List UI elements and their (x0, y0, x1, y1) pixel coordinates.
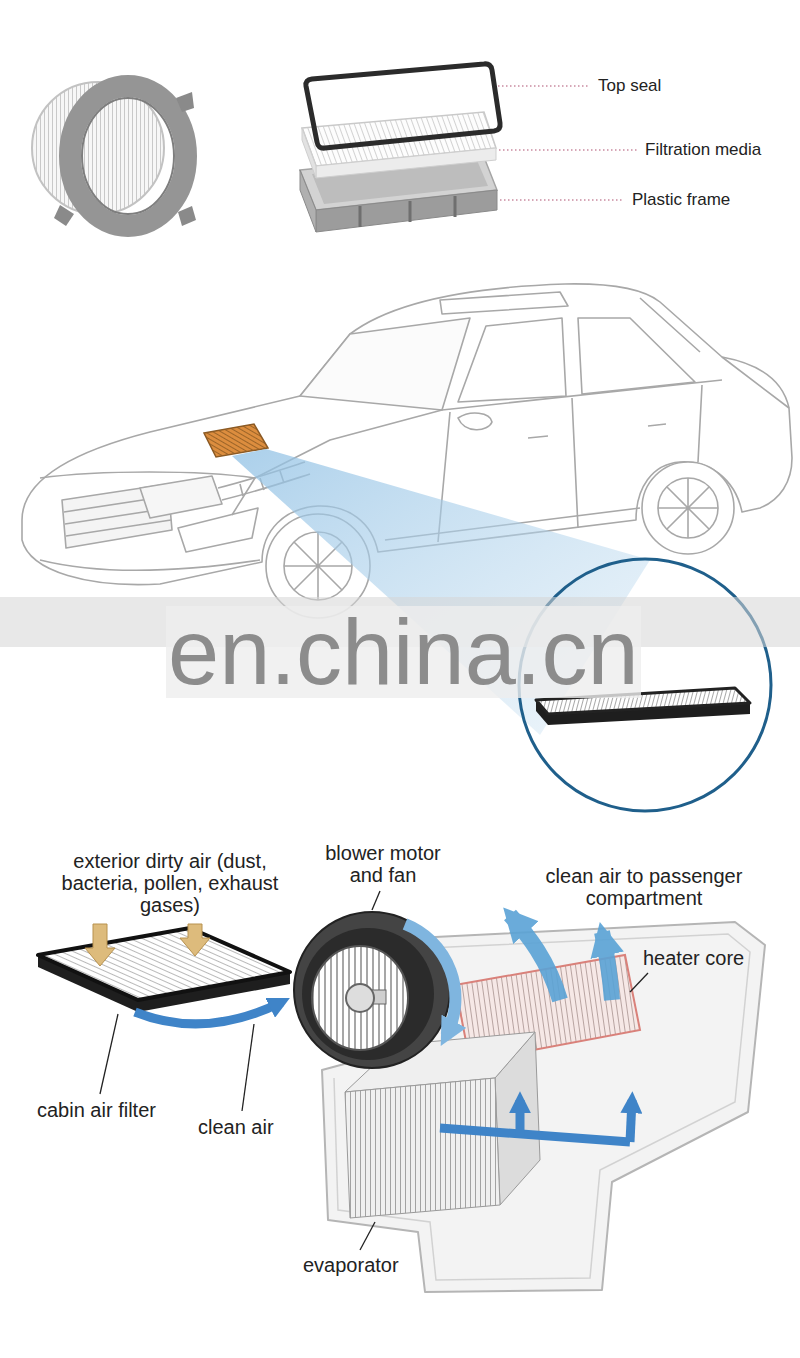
round-filter (32, 82, 196, 226)
car-outline (458, 413, 492, 430)
air-flow (510, 915, 560, 1000)
clean-air-arrow (135, 1002, 282, 1024)
round-filter (54, 205, 74, 226)
plastic-frame (360, 196, 455, 227)
part-label: Filtration media (645, 140, 761, 159)
dirty-air-arrow (180, 924, 210, 956)
clean-air-arrow (135, 1002, 282, 1024)
dirty-air-arrow (85, 924, 115, 966)
cabin-air-filter (38, 928, 290, 1012)
car-outline (178, 508, 258, 552)
car-outline (642, 462, 734, 554)
evaporator (345, 1078, 500, 1218)
cabin-air-filter (38, 928, 290, 1000)
leader-line (498, 85, 590, 87)
air-flow (440, 1128, 630, 1142)
filtration-media (316, 148, 496, 178)
callout-label: clean air to passenger compartment (529, 865, 759, 909)
blower-fan (312, 946, 408, 1050)
car-outline (300, 318, 470, 410)
part-label: Top seal (598, 76, 661, 95)
leader-line (498, 86, 637, 200)
car-outline (658, 478, 718, 538)
top-seal (306, 64, 500, 148)
air-flow (516, 1100, 525, 1136)
air-flow (630, 1100, 632, 1142)
plastic-frame (316, 190, 497, 232)
leader-line (100, 891, 648, 1250)
watermark: en.china.cn (166, 606, 641, 698)
callout-label: cabin air filter (37, 1099, 156, 1121)
blower-fan (294, 912, 455, 1068)
blower-fan (346, 984, 374, 1012)
round-filter (178, 206, 196, 226)
leader-line (372, 891, 380, 910)
blower-fan (302, 928, 434, 1060)
callout-label: clean air (198, 1116, 274, 1138)
car-outline (640, 298, 789, 408)
leader-line (100, 1014, 118, 1094)
callout-label: heater core (643, 947, 744, 969)
top-seal (306, 64, 500, 148)
callout-label: exterior dirty air (dust, bacteria, poll… (55, 850, 285, 916)
round-filter (176, 92, 194, 112)
car-outline (40, 472, 255, 478)
dirty-air-arrow (85, 924, 210, 966)
leader-line (630, 973, 648, 992)
part-label: Plastic frame (632, 190, 730, 209)
car-outline (578, 318, 695, 394)
car-outline (40, 560, 260, 570)
leader-line (499, 149, 637, 151)
callout-label: evaporator (303, 1254, 399, 1276)
round-filter (70, 86, 186, 226)
plastic-frame (300, 170, 316, 232)
blower-fan (405, 924, 455, 1036)
leader-line (242, 1024, 254, 1111)
leader-line (360, 1222, 375, 1250)
car-outline (440, 292, 568, 314)
car-outline (658, 478, 718, 538)
callout-label: blower motor and fan (313, 842, 453, 886)
round-filter (82, 98, 174, 214)
car-outline (458, 318, 566, 402)
air-flow (440, 915, 632, 1142)
air-flow (602, 932, 612, 1000)
car-outline (140, 476, 222, 518)
car-outline (528, 424, 666, 438)
leader-line (500, 199, 624, 201)
